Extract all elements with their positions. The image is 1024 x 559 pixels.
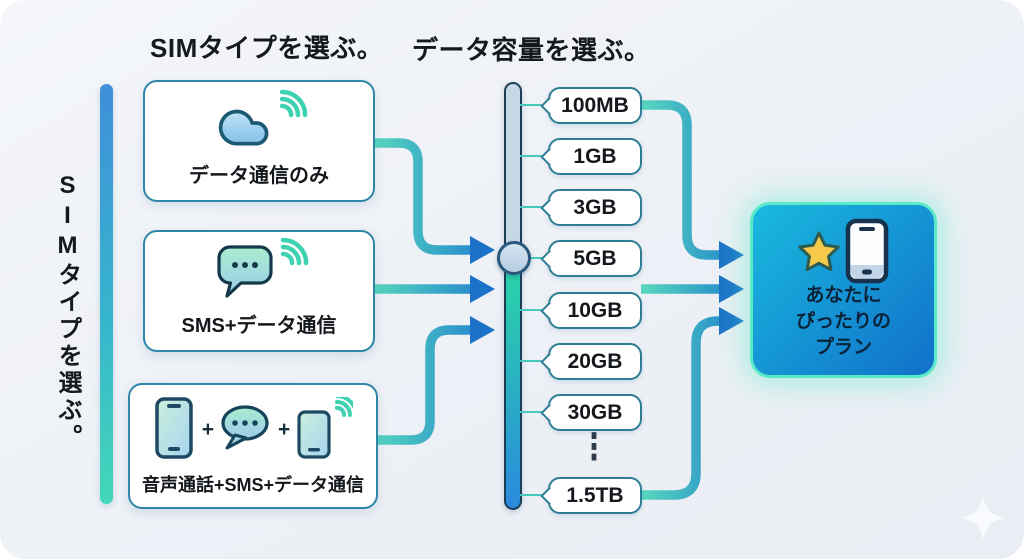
result-plan-text: あなたに ぴったりの プラン <box>796 283 891 361</box>
chat-bubble-icon <box>221 405 269 450</box>
sim-card-data-only: データ通信のみ <box>143 80 375 202</box>
tick-line <box>520 155 550 157</box>
phone-chat-phone-wifi-icon: + + <box>130 385 376 471</box>
left-gradient-bar <box>100 84 113 504</box>
tick-line <box>520 206 550 208</box>
arrowhead-icon <box>470 236 495 264</box>
tick-line <box>520 411 550 413</box>
sim-card-sms-data: SMS+データ通信 <box>143 230 375 352</box>
phone-icon <box>154 397 193 459</box>
arrowhead-icon <box>719 307 744 335</box>
arrow-15tb-to-result <box>641 316 723 500</box>
result-plan-card: あなたに ぴったりの プラン <box>750 202 937 378</box>
chat-bubble-wifi-icon <box>145 232 373 309</box>
arrowhead-icon <box>719 241 744 269</box>
capacity-option-30gb: 30GB <box>548 394 642 431</box>
capacity-option-10gb: 10GB <box>548 292 642 329</box>
sparkle-icon <box>961 496 1005 540</box>
right-arrow-lines <box>641 100 723 500</box>
arrowhead-icon <box>470 275 495 303</box>
capacity-option-1gb: 1GB <box>548 138 642 175</box>
sim-card-label: SMS+データ通信 <box>181 315 337 337</box>
result-line-1: あなたに <box>805 285 882 306</box>
capacity-option-20gb: 20GB <box>548 343 642 380</box>
star-icon <box>798 231 840 271</box>
data-capacity-heading: データ容量を選ぶ。 <box>412 35 651 65</box>
smartphone-icon <box>845 218 889 284</box>
cloud-wifi-icon <box>145 82 373 159</box>
sim-type-vertical-label: SIMタイプを選ぶ。 <box>54 172 81 451</box>
tick-line <box>520 257 550 259</box>
capacity-option-5gb: 5GB <box>548 240 642 277</box>
sim-type-heading: SIMタイプを選ぶ。 <box>150 33 384 63</box>
capacity-slider-knob <box>497 241 531 275</box>
capacity-option-100mb: 100MB <box>548 87 642 124</box>
tick-line <box>520 360 550 362</box>
tick-line <box>520 494 550 496</box>
plus-separator: + <box>201 418 214 441</box>
tick-line <box>520 104 550 106</box>
arrowhead-icon <box>470 316 495 344</box>
phone-wifi-icon <box>297 397 354 459</box>
sim-card-label: 音声通話+SMS+データ通信 <box>141 475 365 495</box>
plus-separator: + <box>278 418 291 441</box>
sim-card-label: データ通信のみ <box>189 165 329 187</box>
arrow-card1-to-slider <box>371 138 471 255</box>
arrow-100mb-to-result <box>641 100 719 260</box>
more-options-ellipsis: ⋮ <box>580 426 608 468</box>
result-line-2: ぴったりの <box>795 311 891 332</box>
capacity-option-15tb: 1.5TB <box>548 477 642 514</box>
capacity-slider-track <box>504 82 522 510</box>
capacity-option-3gb: 3GB <box>548 189 642 226</box>
arrowhead-icon <box>719 275 744 303</box>
tick-line <box>520 309 550 311</box>
result-line-3: プラン <box>814 337 872 358</box>
result-icons <box>798 218 889 284</box>
left-arrow-lines <box>371 138 471 445</box>
sim-card-voice-sms-data: + + 音声通話+SMS+データ通信 <box>128 383 378 509</box>
arrow-card3-to-slider <box>374 325 471 445</box>
